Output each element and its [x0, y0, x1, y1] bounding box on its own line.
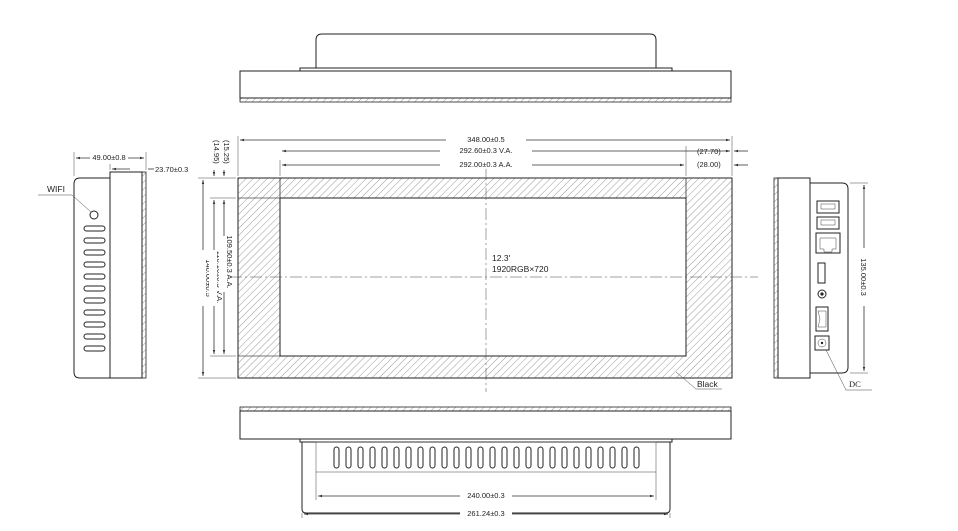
top-view-back-housing — [315, 33, 657, 71]
bottom-vent-slots — [333, 446, 640, 469]
usb-port-2-icon — [816, 216, 840, 230]
dim-right-offset-aa: (28.00) — [697, 160, 721, 169]
vent-slot — [393, 446, 400, 469]
vent-slot — [585, 446, 592, 469]
left-side-view: WIFI 49.00±0.8 23.70±0.3 — [38, 152, 188, 379]
vent-slot — [537, 446, 544, 469]
right-side-bezel — [777, 177, 811, 379]
vent-slot — [441, 446, 448, 469]
hdmi-port-icon — [815, 306, 829, 332]
left-side-bezel — [109, 171, 143, 379]
wifi-label: WIFI — [47, 184, 65, 194]
bottom-view-vent-panel — [315, 441, 657, 473]
vent-slot — [83, 345, 106, 352]
dim-right-side-height: 135.00±0.3 — [859, 258, 868, 295]
left-side-glass — [141, 171, 147, 379]
usb-port-1-icon — [816, 200, 840, 214]
vent-slot — [83, 333, 106, 340]
dim-bottom-inner: 240.00±0.3 — [467, 491, 504, 500]
vent-slot — [417, 446, 424, 469]
bottom-view: 240.00±0.3 261.24±0.3 — [239, 406, 732, 518]
vent-slot — [345, 446, 352, 469]
vent-slot — [609, 446, 616, 469]
bezel-color-label: Black — [697, 379, 719, 389]
vent-slot — [513, 446, 520, 469]
dim-overall-width: 348.00±0.5 — [467, 135, 504, 144]
wifi-antenna-icon — [89, 210, 99, 220]
vent-slot — [381, 446, 388, 469]
ethernet-port-icon — [815, 232, 841, 254]
vent-slot — [633, 446, 640, 469]
dim-side-bezel: 23.70±0.3 — [155, 165, 188, 174]
dim-top-offset-va: (15.25) — [222, 140, 231, 164]
dim-active-area-width: 292.00±0.3 A.A. — [459, 160, 512, 169]
vent-slot — [477, 446, 484, 469]
vent-slot — [83, 249, 106, 256]
right-side-glass — [773, 177, 779, 379]
vent-slot — [83, 225, 106, 232]
top-view-front-bezel — [239, 70, 732, 99]
dim-view-area-width: 292.60±0.3 V.A. — [459, 146, 512, 155]
vent-slot — [561, 446, 568, 469]
vent-slot — [597, 446, 604, 469]
right-side-view: DC 135.00±0.3 — [773, 177, 872, 391]
vent-slot — [357, 446, 364, 469]
vent-slot — [501, 446, 508, 469]
dim-bottom-outer: 261.24±0.3 — [467, 509, 504, 518]
front-view: 12.3' 1920RGB×720 Black 348.00±0.5 292.6… — [198, 135, 758, 392]
dim-side-depth: 49.00±0.8 — [92, 153, 125, 162]
vent-slot — [83, 321, 106, 328]
dim-right-offset-va: (27.70) — [697, 147, 721, 156]
vent-slot — [621, 446, 628, 469]
resolution-label: 1920RGB×720 — [492, 264, 549, 274]
vent-slot — [333, 446, 340, 469]
vent-slot — [573, 446, 580, 469]
vent-slot — [83, 237, 106, 244]
sd-card-slot-icon — [817, 262, 826, 284]
top-view — [239, 33, 732, 103]
vent-slot — [83, 297, 106, 304]
vent-slot — [405, 446, 412, 469]
vent-slot — [83, 273, 106, 280]
vent-slot — [453, 446, 460, 469]
vent-slot — [489, 446, 496, 469]
vent-slot — [525, 446, 532, 469]
screen-size-label: 12.3' — [492, 253, 511, 263]
top-view-glass — [239, 97, 732, 103]
dc-label: DC — [849, 379, 861, 389]
vent-slot — [83, 309, 106, 316]
vent-slot — [83, 261, 106, 268]
vent-slot — [549, 446, 556, 469]
dim-top-offset-aa: (14.95) — [212, 140, 221, 164]
vent-slot — [429, 446, 436, 469]
dim-active-area-height: 109.50±0.3 A.A. — [225, 235, 234, 288]
dim-overall-height: 140.00±0.5 — [204, 259, 213, 296]
bottom-view-front-bezel — [239, 410, 732, 440]
vent-slot — [465, 446, 472, 469]
vent-slot — [369, 446, 376, 469]
bottom-view-glass — [239, 406, 732, 412]
vent-slot — [83, 285, 106, 292]
left-vent-slots — [83, 225, 106, 352]
